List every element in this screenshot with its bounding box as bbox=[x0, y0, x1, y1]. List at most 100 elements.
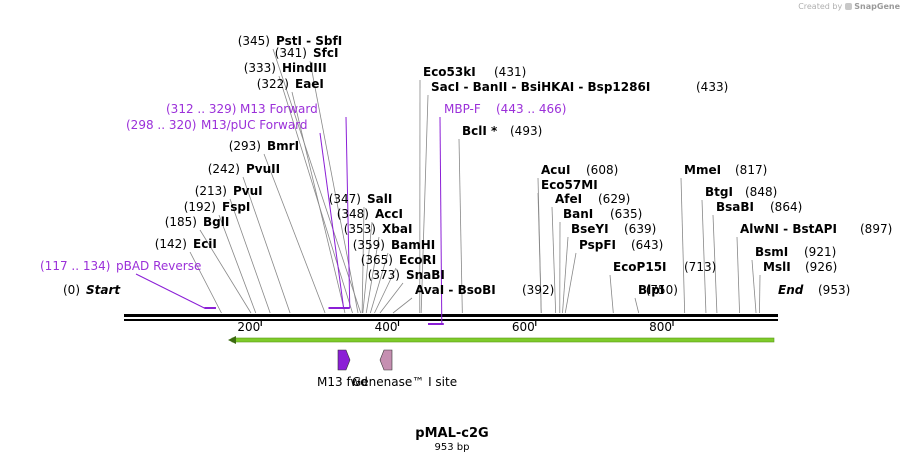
site-position: (348) bbox=[337, 207, 369, 221]
site-connector bbox=[392, 297, 413, 314]
site-position: (242) bbox=[208, 162, 240, 176]
site-name: MslI bbox=[763, 260, 791, 274]
feature-label: Genenase™ I site bbox=[352, 375, 457, 389]
site-connector bbox=[458, 138, 463, 314]
site-connector bbox=[759, 274, 761, 314]
backbone-top bbox=[124, 314, 778, 317]
site-name: BseYI bbox=[571, 222, 609, 236]
site-connector bbox=[701, 199, 707, 314]
primer-marks bbox=[135, 116, 444, 325]
site-name: HindIII bbox=[282, 61, 327, 75]
credit-brand: SnapGene bbox=[854, 2, 900, 11]
site-position: (953) bbox=[818, 283, 850, 297]
site-position: (142) bbox=[155, 237, 187, 251]
site-name: PvuII bbox=[246, 162, 280, 176]
site-name: BclI * bbox=[462, 124, 498, 138]
site-position: (643) bbox=[631, 238, 663, 252]
tick-label: 400 bbox=[375, 320, 398, 334]
site-connector bbox=[736, 236, 740, 314]
primer-range: (117 .. 134) bbox=[40, 259, 110, 273]
site-connector bbox=[218, 214, 257, 314]
site-position: (635) bbox=[610, 207, 642, 221]
site-connector bbox=[242, 176, 291, 314]
snapgene-credit: Created by SnapGene bbox=[798, 2, 900, 11]
site-position: (185) bbox=[165, 215, 197, 229]
snapgene-logo-icon bbox=[844, 3, 852, 10]
site-position: (608) bbox=[586, 163, 618, 177]
site-position: (817) bbox=[735, 163, 767, 177]
site-position: (713) bbox=[684, 260, 716, 274]
site-connector bbox=[365, 236, 380, 314]
site-position: (341) bbox=[275, 46, 307, 60]
site-position: (365) bbox=[361, 253, 393, 267]
site-position: (213) bbox=[195, 184, 227, 198]
primer-name: M13 Forward bbox=[240, 102, 318, 116]
site-position: (0) bbox=[63, 283, 80, 297]
credit-prefix: Created by bbox=[798, 2, 843, 11]
site-name: EcoP15I bbox=[613, 260, 667, 274]
primer-name: M13/pUC Forward bbox=[201, 118, 308, 132]
site-position: (864) bbox=[770, 200, 802, 214]
site-lines bbox=[189, 48, 761, 314]
site-position: (629) bbox=[598, 192, 630, 206]
site-connector bbox=[199, 229, 252, 314]
site-name: BmrI bbox=[267, 139, 299, 153]
site-connector bbox=[278, 75, 353, 314]
primer-name: pBAD Reverse bbox=[116, 259, 201, 273]
feature-forward-arrow bbox=[337, 349, 351, 371]
site-connector bbox=[263, 153, 326, 314]
primer-range: (443 .. 466) bbox=[496, 102, 566, 116]
map-title: pMAL-c2G bbox=[415, 426, 489, 441]
site-labels: (0)Start(142)EciI(185)BglI(192)FspI(213)… bbox=[40, 34, 892, 297]
site-connector bbox=[634, 297, 640, 314]
primer-connector bbox=[345, 116, 351, 309]
site-position: (897) bbox=[860, 222, 892, 236]
site-name: BsmI bbox=[755, 245, 788, 259]
map-length: 953 bp bbox=[434, 442, 470, 453]
site-name: AlwNI - BstAPI bbox=[740, 222, 837, 236]
site-connector bbox=[229, 198, 271, 314]
primer-connector bbox=[135, 273, 205, 309]
site-position: (926) bbox=[805, 260, 837, 274]
orf-arrow bbox=[228, 336, 775, 344]
site-position: (639) bbox=[624, 222, 656, 236]
site-name: MmeI bbox=[684, 163, 721, 177]
site-connector bbox=[189, 251, 222, 314]
site-name: Start bbox=[86, 283, 121, 297]
site-name: SfcI bbox=[313, 46, 338, 60]
orf-arrowhead bbox=[228, 336, 236, 344]
primer-connector bbox=[439, 116, 443, 325]
site-position: (392) bbox=[522, 283, 554, 297]
site-position: (431) bbox=[494, 65, 526, 79]
site-name: BanI bbox=[563, 207, 593, 221]
site-connector bbox=[379, 282, 404, 314]
site-connector bbox=[564, 252, 577, 314]
site-name: AcuI bbox=[541, 163, 570, 177]
tick-label: 600 bbox=[512, 320, 535, 334]
primer-name: MBP-F bbox=[444, 102, 481, 116]
backbone-bottom bbox=[124, 319, 778, 321]
site-position: (293) bbox=[229, 139, 261, 153]
site-position: (433) bbox=[696, 80, 728, 94]
site-name: Eco57MI bbox=[541, 178, 598, 192]
site-name: XbaI bbox=[382, 222, 412, 236]
site-connector bbox=[712, 214, 718, 314]
site-connector bbox=[374, 267, 397, 314]
site-name: EcoRI bbox=[399, 253, 436, 267]
site-connector bbox=[272, 48, 362, 314]
site-position: (493) bbox=[510, 124, 542, 138]
site-connector bbox=[537, 192, 542, 314]
site-connector bbox=[551, 206, 557, 314]
sequence-backbone bbox=[124, 314, 778, 321]
site-position: (192) bbox=[184, 200, 216, 214]
primer-connector bbox=[319, 132, 345, 309]
site-name: BsaBI bbox=[716, 200, 754, 214]
site-name: BlpI bbox=[638, 283, 664, 297]
site-name: BamHI bbox=[391, 238, 435, 252]
site-position: (750) bbox=[646, 283, 678, 297]
site-connector bbox=[362, 221, 373, 314]
site-name: PvuI bbox=[233, 184, 263, 198]
site-connector bbox=[751, 259, 757, 314]
site-position: (353) bbox=[344, 222, 376, 236]
